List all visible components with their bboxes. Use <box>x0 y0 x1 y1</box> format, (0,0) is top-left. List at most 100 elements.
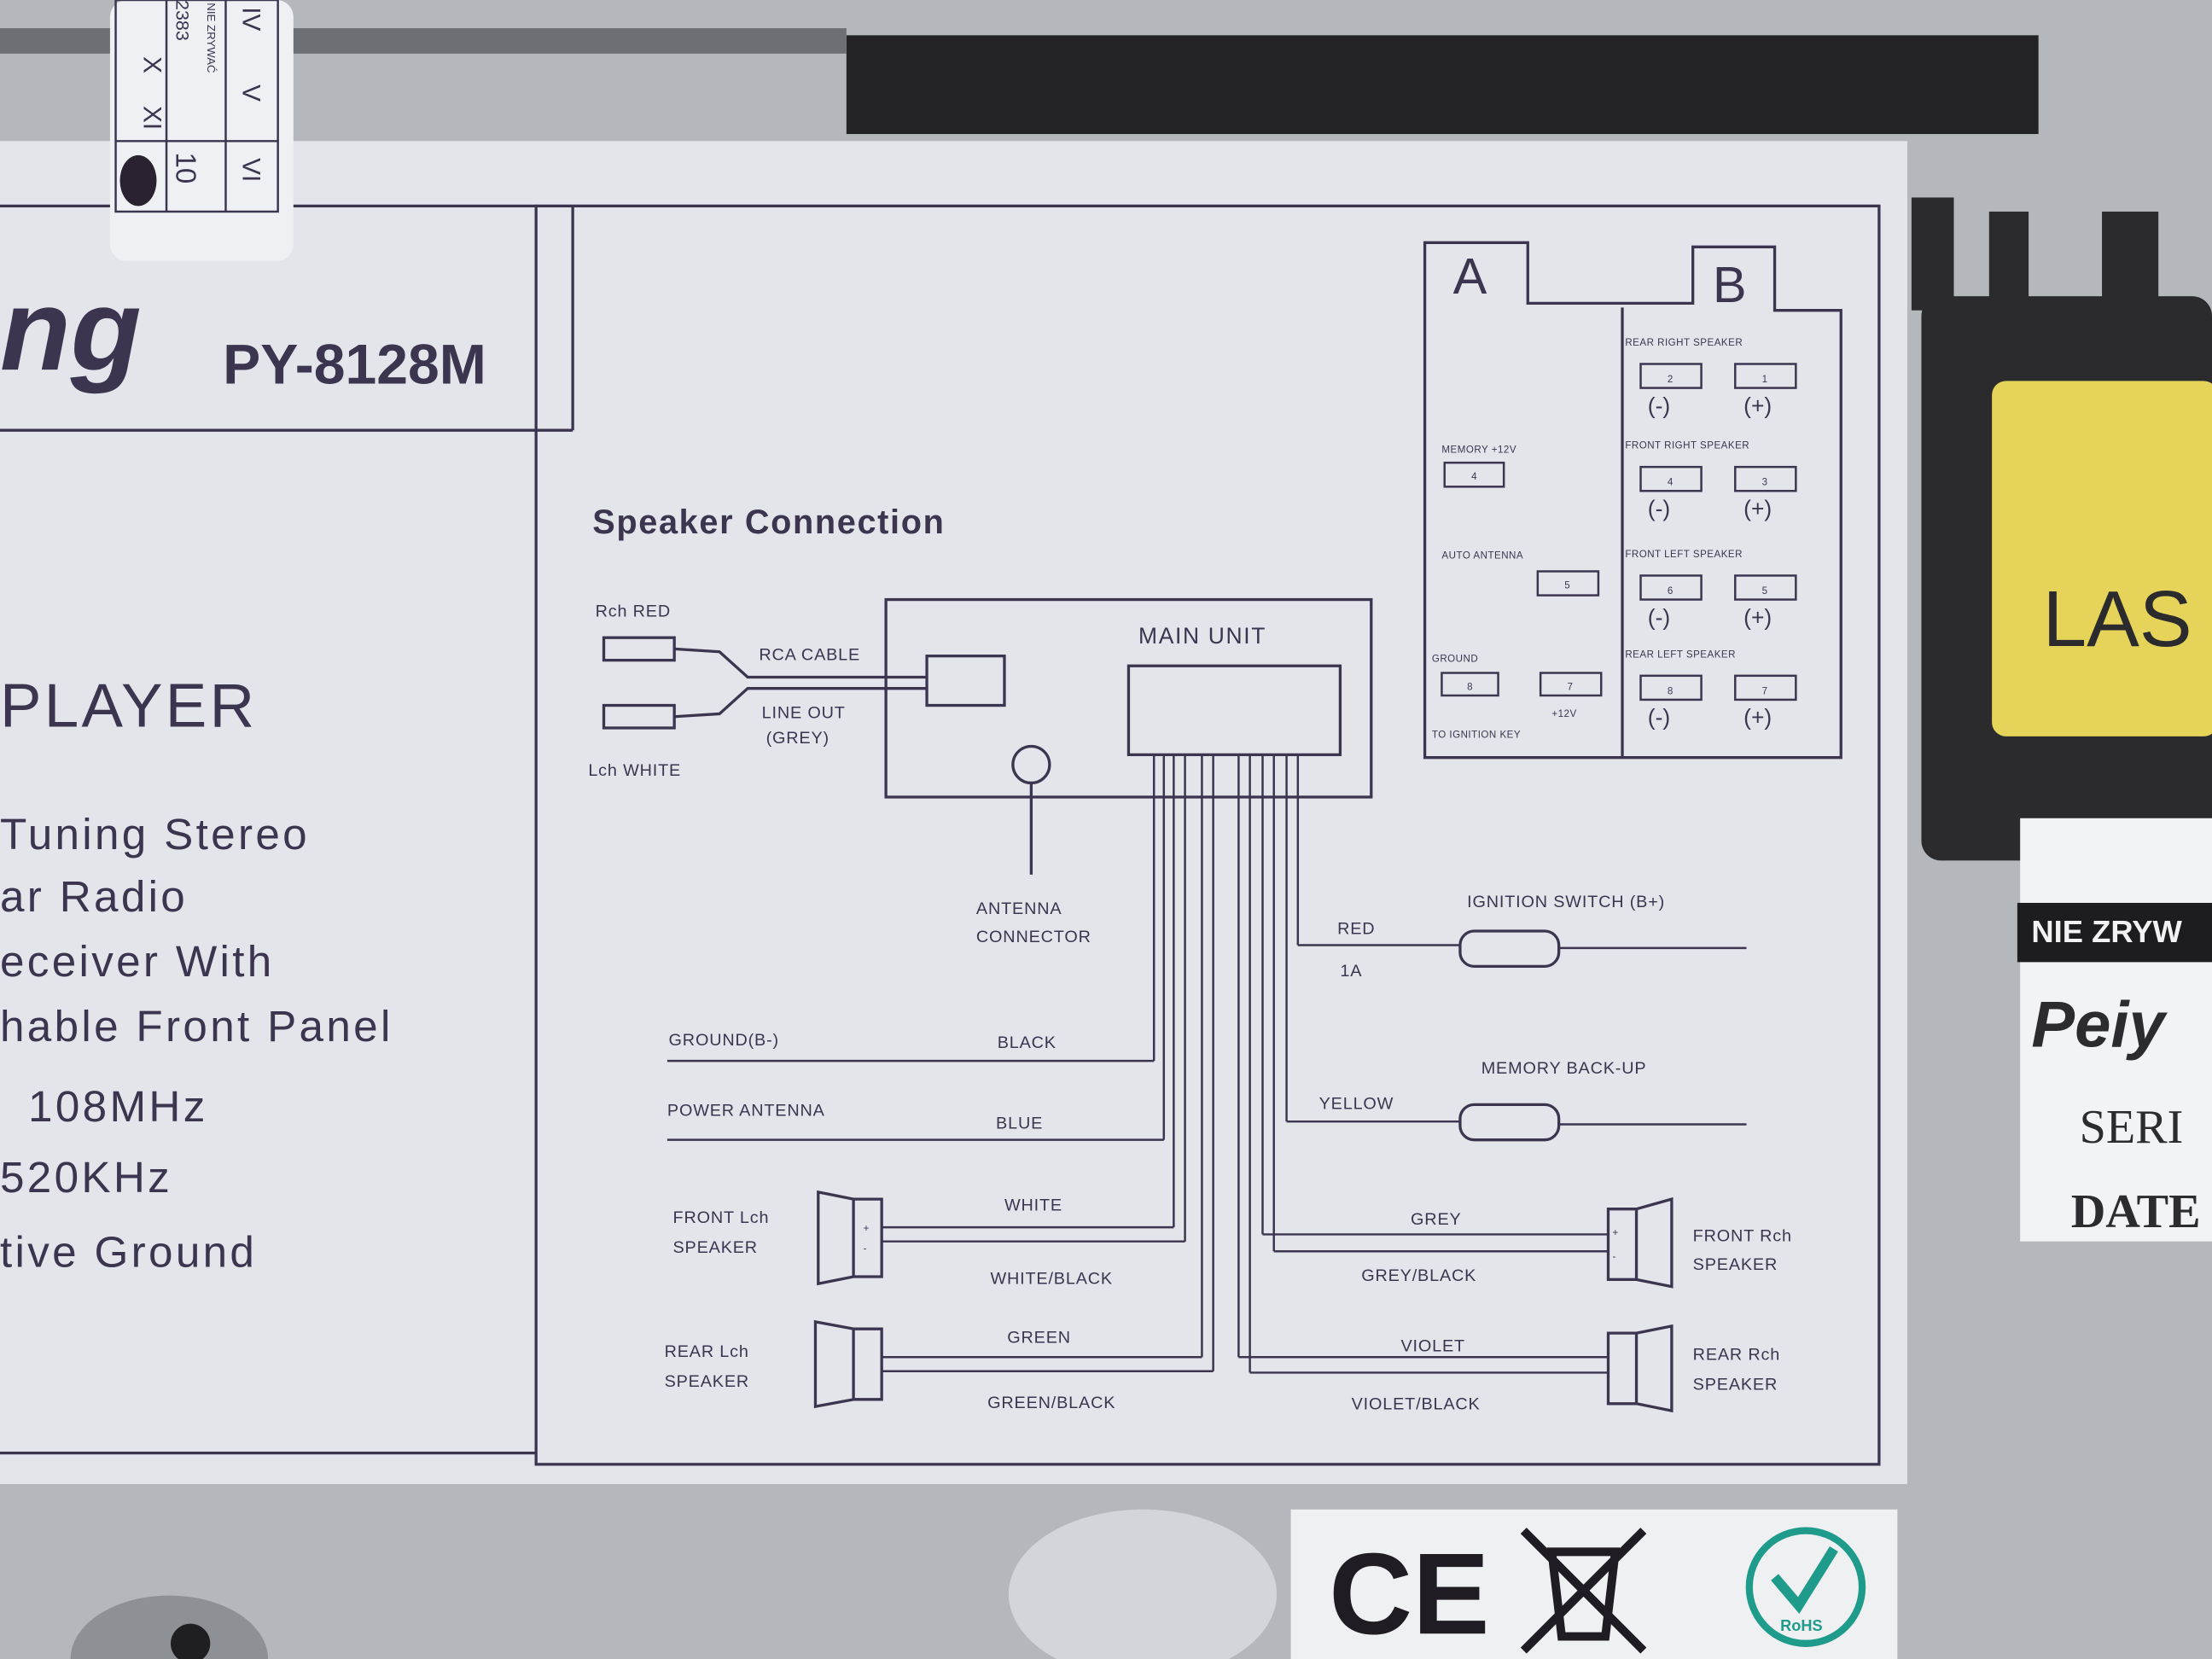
speaker-polarity: + <box>864 1224 870 1234</box>
fuse-icon <box>1458 1103 1561 1142</box>
rohs-text: RoHS <box>1780 1617 1822 1634</box>
feature-line: tive Ground <box>0 1227 257 1276</box>
iso-connector-outline <box>1423 241 1842 760</box>
main-unit-label: MAIN UNIT <box>1138 623 1266 649</box>
pin-box <box>1734 574 1797 601</box>
top-black-slot <box>846 35 2039 135</box>
fuse-rating: 1A <box>1340 962 1362 981</box>
speaker-icon <box>813 1319 883 1409</box>
pin-number: 5 <box>1564 580 1570 591</box>
connector-a-title: A <box>1453 247 1487 305</box>
wire-color-grey: GREY <box>1411 1210 1461 1229</box>
polarity-negative: (-) <box>1648 705 1670 731</box>
warning-text: NIE ZRYW <box>2031 914 2182 949</box>
sticker-row: V <box>236 84 265 102</box>
polarity-negative: (-) <box>1648 604 1670 630</box>
wire-label-ground: GROUND(B-) <box>669 1031 779 1050</box>
wire-color-violet-black: VIOLET/BLACK <box>1352 1394 1481 1413</box>
polarity-negative: (-) <box>1648 393 1670 418</box>
polarity-negative: (-) <box>1648 496 1670 521</box>
pin-box <box>1734 674 1797 701</box>
rear-rch-speaker-label: REAR Rch <box>1693 1346 1780 1365</box>
pin-number: 6 <box>1668 586 1674 597</box>
diagram-heading: Speaker Connection <box>592 504 945 541</box>
ce-mark: CE <box>1329 1528 1489 1658</box>
rear-lch-speaker-label: REAR Lch <box>665 1342 749 1361</box>
pin-number: 3 <box>1762 478 1768 488</box>
wire-color-violet: VIOLET <box>1400 1337 1464 1356</box>
inspection-sticker: X XI 10 IV V VI 2383 NIE ZRYWAĆ <box>109 0 294 261</box>
connector-a: MEMORY +12V 4 AUTO ANTENNA 5 GROUND 8 7 … <box>1432 445 1603 741</box>
pin-number: 7 <box>1762 686 1768 696</box>
antenna-label: CONNECTOR <box>976 928 1091 946</box>
sticker-code: 2383 <box>172 0 193 41</box>
speaker-polarity: + <box>1612 1228 1618 1238</box>
pin-label: REAR LEFT SPEAKER <box>1625 649 1736 660</box>
sticker-row: VI <box>236 158 265 182</box>
line-out-color: (GREY) <box>766 729 830 748</box>
feature-line: Tuning Stereo <box>0 810 310 859</box>
wire-color-green: GREEN <box>1007 1329 1071 1348</box>
pin-box <box>1734 465 1797 492</box>
model-number: PY-8128M <box>223 334 486 397</box>
polarity-positive: (+) <box>1743 393 1772 418</box>
pin-label: FRONT LEFT SPEAKER <box>1625 550 1743 560</box>
wire-color-white: WHITE <box>1004 1196 1062 1214</box>
wire-color-black: BLACK <box>998 1033 1057 1052</box>
pin-number: 8 <box>1467 682 1473 692</box>
front-rch-speaker-label: SPEAKER <box>1693 1255 1778 1274</box>
speaker-icon <box>1606 1324 1674 1413</box>
product-type: PLAYER <box>0 671 257 740</box>
pin-box <box>1639 363 1703 389</box>
wire-label-ignition: IGNITION SWITCH (B+) <box>1467 893 1665 911</box>
feature-line: 108MHz <box>28 1082 208 1131</box>
polarity-positive: (+) <box>1743 496 1772 521</box>
diagram-frame <box>534 204 1881 1466</box>
pin-box <box>1639 465 1703 492</box>
rear-lch-speaker-label: SPEAKER <box>665 1372 749 1391</box>
rear-rch-speaker-label: SPEAKER <box>1693 1375 1778 1394</box>
serial-label: SERI <box>2080 1101 2184 1154</box>
pin-number: 4 <box>1471 472 1477 482</box>
front-lch-speaker-label: FRONT Lch <box>673 1208 770 1227</box>
pin-number: 5 <box>1762 586 1768 597</box>
wire-label-memory: MEMORY BACK-UP <box>1481 1059 1647 1078</box>
wire-color-green-black: GREEN/BLACK <box>987 1394 1115 1412</box>
wire-bundle <box>667 754 1747 1374</box>
antenna-label: ANTENNA <box>976 899 1062 918</box>
pin-label: GROUND <box>1432 654 1478 664</box>
sticker-row: 10 <box>170 153 201 184</box>
pin-label: MEMORY +12V <box>1441 445 1516 456</box>
pin-box <box>1734 363 1797 389</box>
speaker-polarity: - <box>864 1243 867 1254</box>
wire-color-grey-black: GREY/BLACK <box>1361 1266 1476 1285</box>
pin-label: AUTO ANTENNA <box>1441 551 1523 562</box>
rca-cable-label: RCA CABLE <box>759 646 860 665</box>
line-out-label: LINE OUT <box>762 703 846 722</box>
pin-number: 4 <box>1668 478 1674 488</box>
speaker-icon <box>817 1190 883 1286</box>
sticker-row: XI <box>138 106 166 130</box>
rca-lch-label: Lch WHITE <box>588 761 681 780</box>
yellow-label-text: LAS <box>2043 574 2192 663</box>
sticker-row: IV <box>236 7 265 31</box>
brand-logo: ng <box>0 265 142 394</box>
mounting-hole <box>70 1595 269 1659</box>
feature-line: ar Radio <box>0 872 188 921</box>
front-lch-speaker-label: SPEAKER <box>673 1238 758 1257</box>
wire-color-blue: BLUE <box>996 1114 1043 1132</box>
pin-label: FRONT RIGHT SPEAKER <box>1625 441 1749 451</box>
fuse-icon <box>1458 929 1561 968</box>
wire-color-red: RED <box>1337 919 1375 938</box>
wire-color-yellow: YELLOW <box>1319 1094 1394 1113</box>
rca-rch-label: Rch RED <box>596 602 671 620</box>
side-brand: Peiy <box>2031 989 2168 1062</box>
speaker-icon <box>1606 1196 1674 1289</box>
pin-number: 7 <box>1568 682 1574 692</box>
polarity-positive: (+) <box>1743 705 1772 731</box>
warning-band <box>2017 902 2212 963</box>
pin-label: TO IGNITION KEY <box>1432 731 1521 741</box>
wiring-label <box>0 141 1907 1485</box>
